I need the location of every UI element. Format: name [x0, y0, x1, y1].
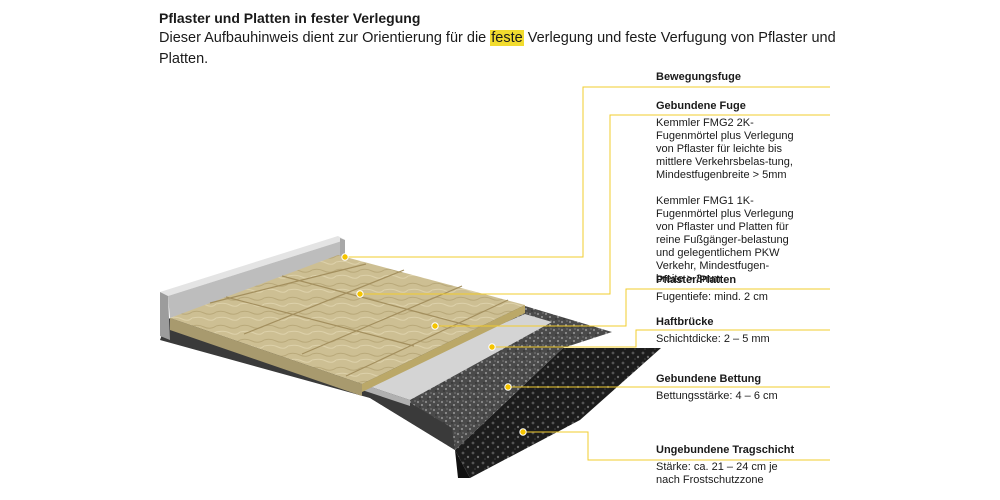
label-adhesive-bridge: Haftbrücke Schichtdicke: 2 – 5 mm: [656, 316, 856, 346]
label-heading: Pflaster/Platten: [656, 274, 737, 286]
diagram-subtitle: Dieser Aufbauhinweis dient zur Orientier…: [159, 28, 859, 70]
marker-bound-joint: [356, 290, 364, 298]
marker-unbound-base: [519, 428, 527, 436]
marker-paving: [431, 322, 439, 330]
diagram-title: Pflaster und Platten in fester Verlegung: [159, 10, 421, 26]
label-description: Stärke: ca. 21 – 24 cm je nach Frostschu…: [656, 461, 778, 486]
marker-adhesive-bridge: [488, 343, 496, 351]
adhesive-bridge-band: [362, 314, 552, 406]
label-paving: Pflaster/Platten Fugentiefe: mind. 2 cm: [656, 274, 856, 304]
marker-movement-joint: [341, 253, 349, 261]
markers: [341, 253, 527, 436]
label-heading: Ungebundene Tragschicht: [656, 444, 795, 456]
curb: [160, 236, 345, 340]
subtitle-text-before: Dieser Aufbauhinweis dient zur Orientier…: [159, 30, 491, 46]
label-heading: Gebundene Fuge: [656, 100, 746, 112]
leader-lines: [345, 86, 830, 461]
subtitle-text-after: Verlegung und feste Verfugung von Pflast…: [159, 30, 836, 67]
layer-unbound-base: [455, 348, 661, 478]
layer-paving-slabs: [170, 255, 525, 396]
label-heading: Bewegungsfuge: [656, 71, 741, 83]
label-bound-bedding: Gebundene Bettung Bettungsstärke: 4 – 6 …: [656, 373, 856, 403]
subtitle-highlight: feste: [490, 30, 524, 46]
label-description: Kemmler FMG1 1K-Fugenmörtel plus Verlegu…: [656, 195, 794, 285]
label-heading: Haftbrücke: [656, 316, 714, 328]
label-bound-joint: Gebundene Fuge Kemmler FMG2 2K-Fugenmört…: [656, 100, 856, 286]
label-movement-joint: Bewegungsfuge: [656, 71, 856, 84]
label-description: Kemmler FMG2 2K-Fugenmörtel plus Verlegu…: [656, 117, 794, 181]
header: Pflaster und Platten in fester Verlegung…: [159, 8, 859, 70]
label-unbound-base: Ungebundene Tragschicht Stärke: ca. 21 –…: [656, 444, 856, 487]
marker-bound-bedding: [504, 383, 512, 391]
label-description: Fugentiefe: mind. 2 cm: [656, 291, 768, 303]
label-description: Schichtdicke: 2 – 5 mm: [656, 333, 770, 345]
label-heading: Gebundene Bettung: [656, 373, 762, 385]
label-description: Bettungsstärke: 4 – 6 cm: [656, 390, 778, 402]
